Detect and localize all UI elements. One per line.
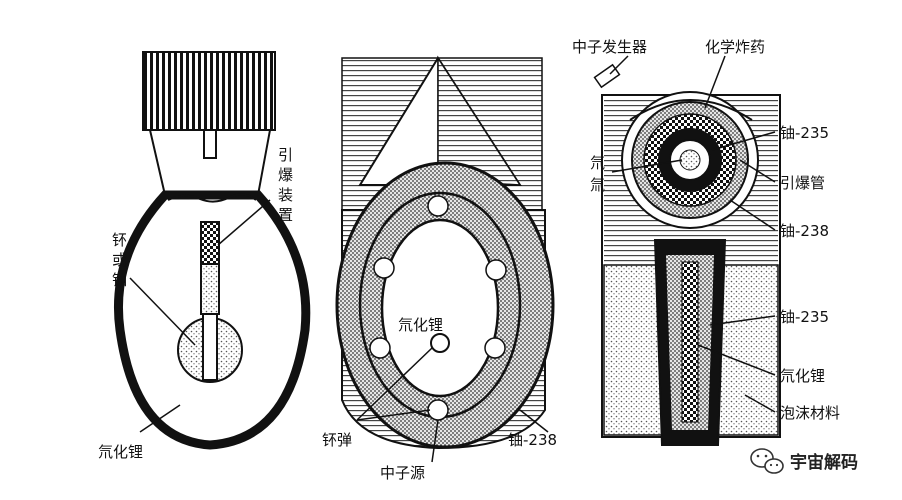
center-core [430, 333, 450, 353]
ring-hole [369, 337, 391, 359]
label-neutron-source: 中子源 [380, 464, 425, 482]
label-foam: 泡沫材料 [780, 404, 840, 422]
diagram-a-teardrop-bomb: 引 爆 装 置 钚 或 铀 氘化锂 [98, 51, 311, 461]
trigger-rod-hatched [200, 221, 220, 265]
trigger-rod-lower [202, 313, 218, 381]
label-neutron-generator: 中子发生器 [572, 38, 647, 56]
lithium-rod [681, 261, 699, 423]
leader-u238-c [729, 199, 776, 231]
label-tritium: 氚 [590, 176, 605, 194]
neck-slot [203, 129, 217, 159]
label-fuel-1: 钚 [112, 231, 127, 249]
label-lithium-c: 氘化锂 [780, 367, 825, 385]
leader-trigger [217, 199, 271, 246]
leader-pu-2 [356, 409, 431, 421]
leader-source [431, 419, 439, 463]
label-deuterium: 氘 [590, 154, 605, 172]
neutron-source [427, 399, 449, 421]
label-chemical-explosive: 化学炸药 [705, 38, 765, 56]
label-lithium-b: 氘化锂 [398, 316, 443, 334]
label-detonator-tube: 引爆管 [780, 174, 825, 192]
label-u238-c: 铀-238 [780, 222, 829, 240]
label-u235-bottom: 铀-235 [780, 308, 829, 326]
label-trigger-1: 引 [278, 146, 293, 164]
wavy-boundary [167, 193, 257, 203]
label-fuel-3: 铀 [112, 271, 127, 289]
leader-explosive [704, 55, 726, 109]
label-u235-top: 铀-235 [780, 124, 829, 142]
leader-foam [744, 394, 776, 413]
leader-generator [609, 55, 629, 75]
watermark-text: 宇宙解码 [790, 452, 858, 473]
label-trigger-4: 置 [278, 206, 293, 224]
label-pu-bomb: 钚弹 [322, 431, 352, 449]
leader-lithium-c [697, 344, 776, 376]
trigger-rod-dotted [200, 263, 220, 315]
detonator-arc [629, 99, 753, 121]
ring-hole [484, 337, 506, 359]
leader-gas [611, 159, 683, 173]
ring-hole [485, 259, 507, 281]
ring-hole [373, 257, 395, 279]
label-lithium-a: 氘化锂 [98, 443, 143, 461]
diagram-b-ellipse-bomb: 氘化锂 钚弹 中子源 铀-238 [322, 55, 557, 482]
diagram-c-cylinder-bomb: 中子发生器 化学炸药 铀-235 氘 氚 引爆管 铀-238 铀-235 氘化锂… [572, 38, 840, 446]
leader-fuel [129, 277, 196, 346]
leader-pu-1 [356, 347, 433, 421]
wechat-icon [750, 448, 784, 474]
gas-core-inner [679, 149, 701, 171]
label-u238-b: 铀-238 [508, 431, 557, 449]
watermark: 宇宙解码 [750, 448, 858, 474]
leader-u235-bottom [709, 315, 776, 326]
leader-u238-b [519, 409, 549, 433]
label-fuel-2: 或 [112, 251, 127, 269]
leader-detonator [739, 159, 776, 183]
bomb-cap [142, 51, 276, 131]
ring-hole [427, 195, 449, 217]
leader-u235-top [711, 131, 776, 151]
label-trigger-3: 装 [278, 186, 293, 204]
inner-ellipse [380, 218, 500, 398]
leader-lithium-a [139, 404, 181, 433]
label-trigger-2: 爆 [278, 166, 293, 184]
